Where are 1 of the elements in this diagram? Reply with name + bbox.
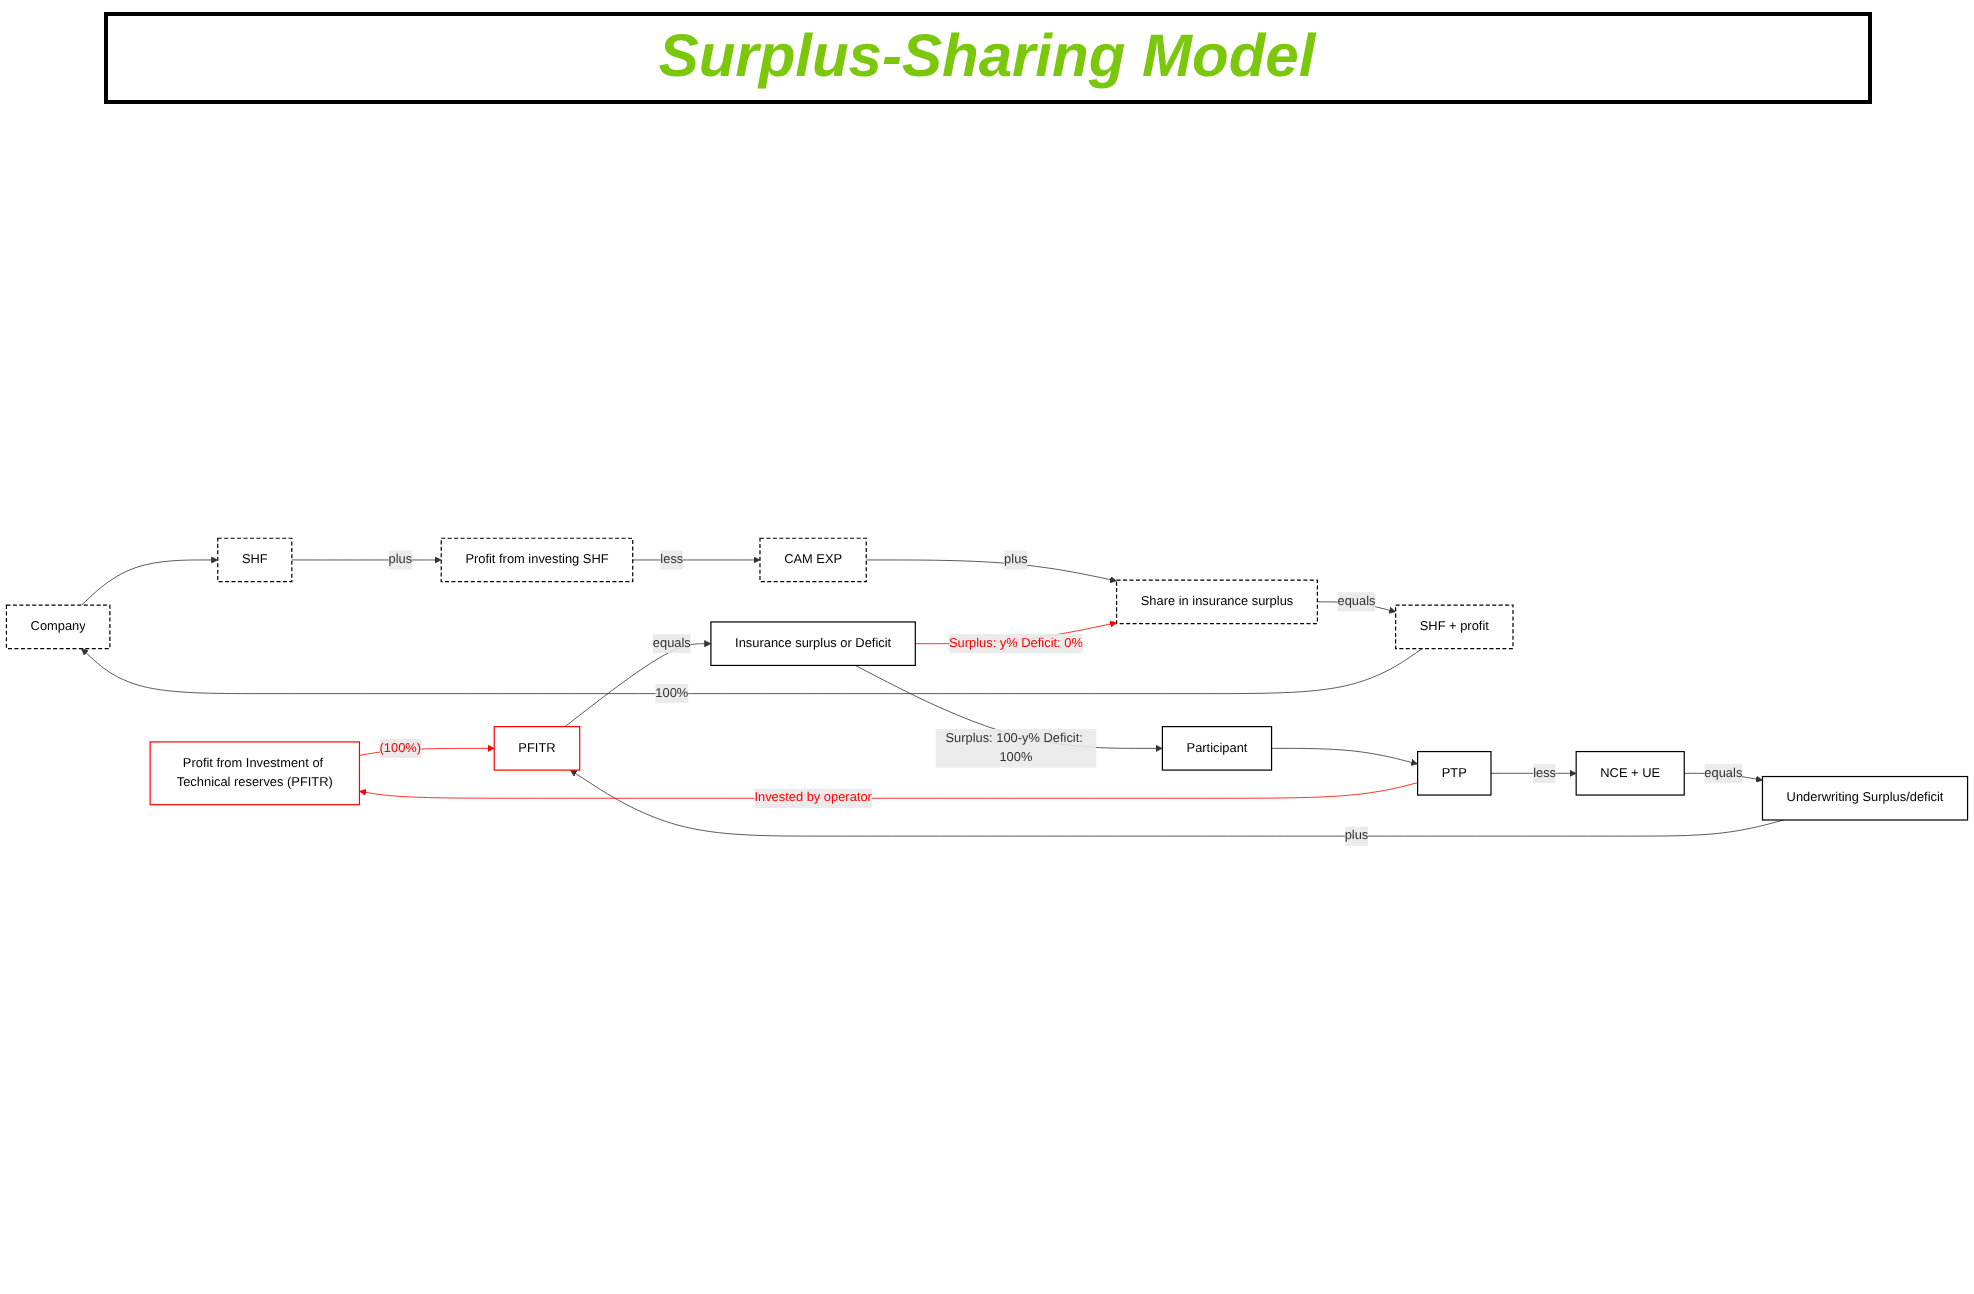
title: Surplus-Sharing Model bbox=[103, 12, 1871, 104]
